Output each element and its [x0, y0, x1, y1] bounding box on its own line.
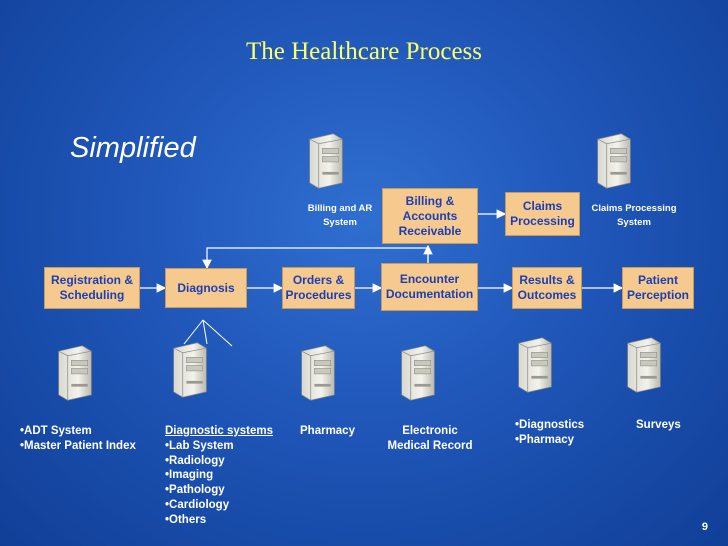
server-icon [58, 345, 92, 401]
label-billing-ar-system: Billing and AR System [307, 203, 373, 228]
server-icon [173, 342, 207, 398]
page-title: The Healthcare Process [246, 38, 482, 65]
list-item: •Radiology [165, 454, 225, 467]
server-icon [518, 337, 552, 393]
server-icon [301, 345, 335, 401]
diagnosis-fan-left [183, 319, 204, 345]
box-patient-perception: Patient Perception [622, 267, 694, 309]
diagnosis-fan-right [202, 319, 233, 347]
list-item: •Others [165, 513, 207, 526]
label-surveys: Surveys [636, 419, 681, 431]
page-subtitle: Simplified [70, 132, 196, 164]
list-diagnostic-systems: Diagnostic systems •Lab System •Radiolog… [165, 424, 273, 528]
server-icon [309, 133, 343, 189]
label-pharmacy-system: Pharmacy [300, 425, 355, 437]
list-results-systems: •Diagnostics •Pharmacy [515, 418, 584, 448]
diagnosis-fan-mid [202, 319, 208, 345]
server-icon [401, 345, 435, 401]
box-diagnosis: Diagnosis [165, 268, 247, 308]
box-billing-accounts-receivable: Billing & Accounts Receivable [382, 188, 478, 244]
label-claims-processing-system: Claims Processing System [591, 203, 677, 228]
list-item: •Diagnostics [515, 419, 585, 431]
box-encounter-documentation: Encounter Documentation [381, 263, 478, 311]
box-registration-scheduling: Registration & Scheduling [44, 267, 140, 309]
server-icon [627, 337, 661, 393]
list-registration-systems: •ADT System •Master Patient Index [20, 424, 136, 454]
box-claims-processing: Claims Processing [505, 192, 580, 236]
list-item: •Lab System [165, 439, 234, 452]
label-electronic-medical-record: Electronic Medical Record [387, 425, 473, 452]
box-results-outcomes: Results & Outcomes [512, 267, 582, 309]
page-number: 9 [701, 521, 708, 533]
list-heading: Diagnostic systems [165, 425, 274, 437]
box-orders-procedures: Orders & Procedures [282, 267, 355, 309]
list-item: •Pharmacy [515, 433, 575, 446]
list-item: •Master Patient Index [20, 439, 136, 452]
list-item: •Cardiology [165, 498, 230, 511]
list-item: •Pathology [165, 484, 225, 497]
list-item: •Imaging [165, 469, 214, 482]
server-icon [597, 133, 631, 189]
list-item: •ADT System [20, 425, 92, 437]
